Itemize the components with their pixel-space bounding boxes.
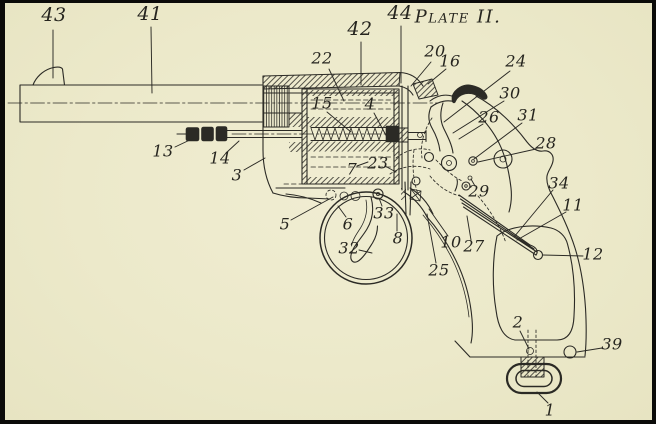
callout-43: 43: [41, 4, 67, 26]
leader-20: [410, 61, 432, 87]
trigger: [350, 188, 384, 263]
leader-14: [225, 140, 240, 154]
lanyard-ring: [505, 362, 563, 395]
leader-6: [337, 205, 347, 218]
callout-31: 31: [517, 105, 539, 125]
knurled-knob: [185, 127, 200, 142]
callout-5: 5: [279, 214, 291, 234]
barrel: [7, 66, 439, 123]
callout-27: 27: [463, 236, 485, 256]
callout-6: 6: [342, 214, 354, 234]
callout-20: 20: [424, 41, 446, 61]
callout-30: 30: [499, 83, 521, 103]
leader-5: [290, 196, 334, 221]
leader-28: [477, 148, 537, 163]
callout-42: 42: [347, 18, 373, 40]
firing-pin: [407, 129, 427, 143]
hammer-pivot: [440, 154, 458, 172]
callout-12: 12: [582, 244, 604, 264]
callout-7: 7: [346, 159, 358, 179]
leader-23: [384, 165, 397, 173]
callout-32: 32: [338, 238, 360, 258]
frame-front: [262, 75, 303, 194]
leader-31: [473, 122, 523, 160]
callout-2: 2: [512, 312, 524, 332]
cylinder-stop: [325, 189, 337, 201]
mainspring: [454, 178, 544, 261]
callout-14: 14: [209, 148, 231, 168]
leader-1: [536, 391, 549, 404]
ejector-spring: [310, 127, 384, 141]
leader-30: [452, 100, 505, 134]
callout-39: 39: [601, 334, 623, 354]
leader-11: [516, 211, 567, 241]
callout-33: 33: [373, 203, 395, 223]
butt-screw: [526, 347, 534, 355]
grip: [422, 214, 586, 395]
frame-rear: [461, 95, 587, 357]
ejector-rod: [176, 126, 399, 142]
callout-23: 23: [367, 153, 389, 173]
callout-26: 26: [478, 107, 500, 127]
callout-16: 16: [439, 51, 461, 71]
leader-24: [443, 70, 511, 123]
chamber-hidden-lines: [310, 99, 392, 168]
leader-7: [356, 161, 369, 167]
hidden-lockwork: [389, 117, 507, 244]
callout-3: 3: [231, 165, 243, 185]
leader-3: [243, 157, 266, 171]
leader-34: [513, 189, 554, 238]
hammer-spur: [451, 84, 488, 104]
leader-lines: [52, 25, 603, 404]
breech: [398, 85, 427, 216]
callout-4: 4: [364, 94, 376, 114]
cylinder-section: [301, 88, 400, 185]
leader-41: [150, 26, 153, 94]
stirrup-pin: [532, 249, 544, 261]
callout-24: 24: [505, 51, 527, 71]
barrel-threads: [262, 85, 290, 128]
sideplate-boss: [493, 149, 513, 169]
leader-16: [427, 68, 447, 85]
grip-panel: [492, 225, 576, 341]
swivel-base: [520, 356, 545, 378]
callout-34: 34: [548, 173, 570, 193]
callout-44: 44: [387, 2, 413, 24]
trigger-pivot: [372, 188, 384, 200]
leader-2: [519, 330, 530, 350]
leader-13: [174, 137, 195, 148]
callout-1: 1: [544, 400, 556, 420]
callout-41: 41: [137, 3, 163, 25]
leader-22: [328, 68, 345, 102]
callout-22: 22: [311, 48, 333, 68]
hammer: [389, 84, 513, 244]
callout-10: 10: [440, 232, 462, 252]
frame-bottom: [272, 183, 434, 218]
leader-25: [426, 213, 437, 264]
leader-4: [373, 112, 390, 142]
callout-15: 15: [311, 93, 333, 113]
callout-13: 13: [152, 141, 174, 161]
leader-32: [358, 249, 373, 254]
grip-screw-hole: [563, 345, 577, 359]
leader-10: [428, 208, 449, 237]
leader-33: [378, 197, 383, 207]
callout-11: 11: [562, 195, 584, 215]
top-strap: [262, 71, 439, 100]
callout-28: 28: [535, 133, 557, 153]
front-sight: [32, 66, 66, 86]
leader-27: [466, 215, 472, 241]
leader-26: [458, 123, 484, 140]
callout-8: 8: [392, 228, 404, 248]
plate-title: Plate II.: [414, 6, 502, 28]
leader-29: [470, 178, 476, 187]
trigger-guard: [319, 191, 413, 285]
leader-12: [542, 254, 584, 257]
callout-25: 25: [428, 260, 450, 280]
callout-29: 29: [468, 181, 490, 201]
leader-15: [326, 111, 352, 133]
leader-39: [576, 347, 603, 353]
